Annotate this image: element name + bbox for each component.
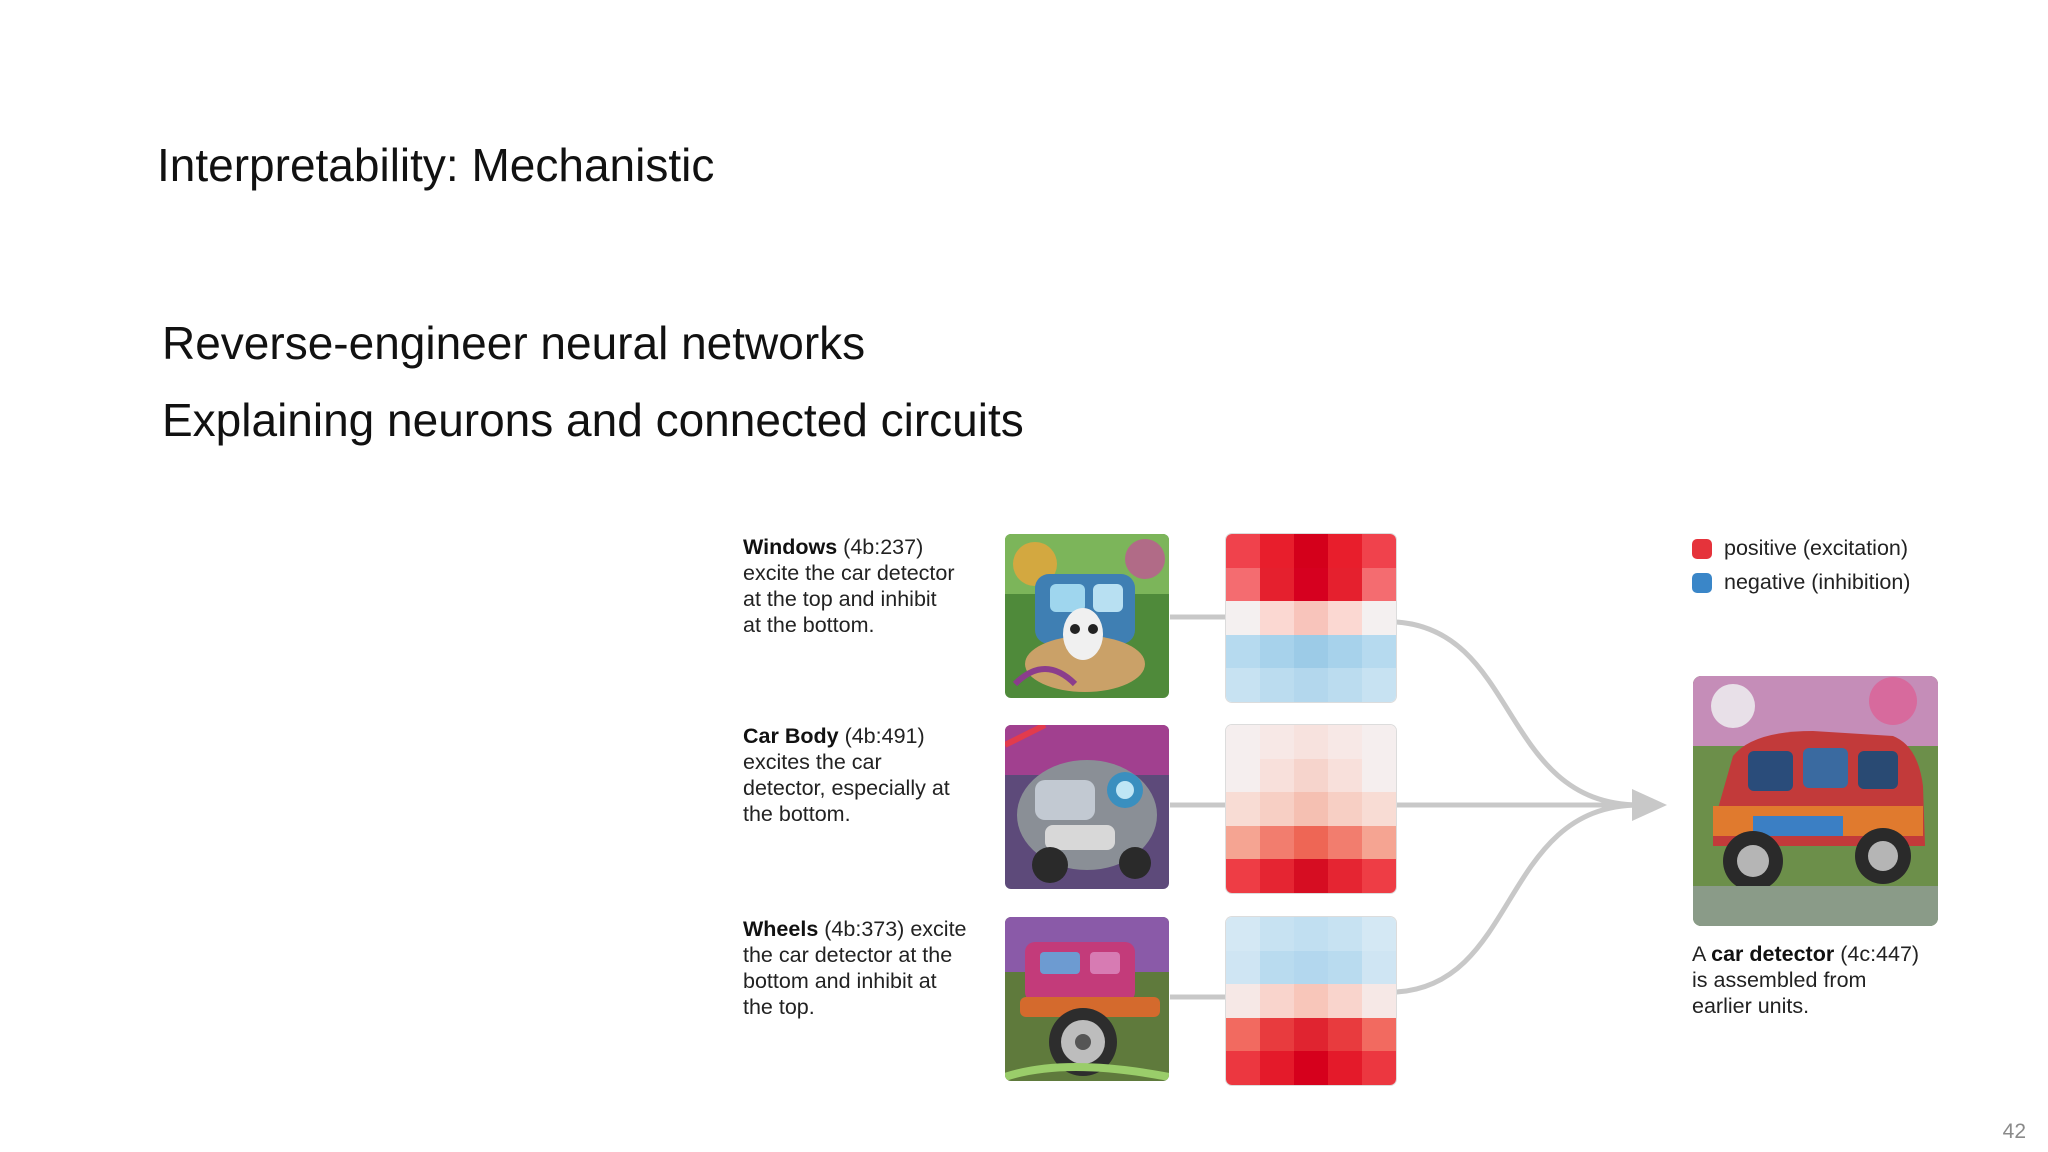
heatmap-cell [1362, 634, 1396, 669]
heatmap-cell [1294, 601, 1328, 635]
heatmap-cell [1226, 859, 1260, 893]
heatmap-cell [1226, 917, 1260, 951]
heatmap-cell [1328, 668, 1362, 702]
heatmap-cell [1294, 792, 1328, 826]
heatmap-cell [1328, 567, 1362, 602]
heatmap-cell [1260, 1017, 1294, 1052]
heatmap-cell [1362, 725, 1396, 759]
heatmap-cell [1294, 1017, 1328, 1052]
caption-windows: Windows (4b:237) excite the car detector… [743, 535, 955, 637]
bullet-2: Explaining neurons and connected circuit… [162, 394, 1024, 446]
car-body-feature-image [1005, 725, 1169, 889]
heatmap-cell [1226, 601, 1260, 635]
heatmap-cell [1362, 1051, 1396, 1085]
heatmap-cell [1328, 984, 1362, 1018]
heatmap-cell [1226, 825, 1260, 860]
arrow-head [1632, 789, 1667, 821]
heatmap-cell [1260, 534, 1294, 568]
caption-car-body: Car Body (4b:491) excites the car detect… [743, 724, 950, 826]
heatmap-cell [1294, 825, 1328, 860]
heatmap-cell [1362, 601, 1396, 635]
legend-negative-swatch [1692, 572, 1712, 593]
heatmap-cell [1294, 725, 1328, 759]
heatmap-cell [1362, 825, 1396, 860]
heatmap-cell [1260, 950, 1294, 985]
wheels-feature-image [1005, 917, 1169, 1081]
heatmap-cell [1328, 1017, 1362, 1052]
heatmap-cell [1260, 825, 1294, 860]
heatmap-cell [1260, 668, 1294, 702]
legend-negative: negative (inhibition) [1692, 570, 1910, 595]
heatmap-cell [1260, 1051, 1294, 1085]
heatmap-cell [1362, 859, 1396, 893]
heatmap-cell [1226, 758, 1260, 793]
windows-heatmap [1226, 534, 1396, 702]
heatmap-cell [1294, 859, 1328, 893]
heatmap-cell [1226, 1017, 1260, 1052]
heatmap-cell [1226, 567, 1260, 602]
heatmap-cell [1294, 534, 1328, 568]
heatmap-cell [1294, 917, 1328, 951]
heatmap-cell [1362, 758, 1396, 793]
heatmap-cell [1328, 792, 1362, 826]
heatmap-cell [1328, 917, 1362, 951]
heatmap-cell [1226, 950, 1260, 985]
heatmap-cell [1226, 668, 1260, 702]
heatmap-cell [1362, 567, 1396, 602]
legend-positive: positive (excitation) [1692, 536, 1908, 561]
heatmap-cell [1260, 917, 1294, 951]
legend-positive-swatch [1692, 538, 1712, 559]
heatmap-cell [1294, 567, 1328, 602]
heatmap-cell [1226, 984, 1260, 1018]
heatmap-cell [1260, 758, 1294, 793]
car-detector-feature-image [1693, 676, 1938, 926]
heatmap-cell [1226, 634, 1260, 669]
heatmap-cell [1328, 950, 1362, 985]
heatmap-cell [1260, 859, 1294, 893]
windows-feature-image [1005, 534, 1169, 698]
heatmap-cell [1226, 792, 1260, 826]
legend-negative-label: negative (inhibition) [1724, 570, 1911, 594]
legend-positive-label: positive (excitation) [1724, 536, 1909, 560]
heatmap-cell [1294, 984, 1328, 1018]
page-number: 42 [2002, 1120, 2026, 1143]
heatmap-cell [1260, 634, 1294, 669]
caption-car-detector: A car detector (4c:447) is assembled fro… [1692, 942, 1920, 1018]
heatmap-cell [1328, 825, 1362, 860]
caption-wheels: Wheels (4b:373) excite the car detector … [743, 917, 967, 1019]
heatmap-cell [1260, 984, 1294, 1018]
car-body-heatmap [1226, 725, 1396, 893]
heatmap-cell [1362, 950, 1396, 985]
heatmap-cell [1260, 792, 1294, 826]
heatmap-cell [1294, 758, 1328, 793]
heatmap-cell [1362, 984, 1396, 1018]
heatmap-cell [1328, 534, 1362, 568]
heatmap-cell [1260, 567, 1294, 602]
heatmap-cell [1362, 668, 1396, 702]
heatmap-cell [1328, 859, 1362, 893]
heatmap-cell [1294, 668, 1328, 702]
heatmap-cell [1328, 634, 1362, 669]
heatmap-cell [1226, 725, 1260, 759]
heatmap-cell [1328, 758, 1362, 793]
heatmap-cell [1294, 1051, 1328, 1085]
heatmap-cell [1362, 534, 1396, 568]
heatmap-cell [1226, 1051, 1260, 1085]
heatmap-cell [1362, 1017, 1396, 1052]
heatmap-cell [1294, 634, 1328, 669]
heatmap-cell [1362, 917, 1396, 951]
wheels-heatmap [1226, 917, 1396, 1085]
heatmap-cell [1294, 950, 1328, 985]
heatmap-cell [1226, 534, 1260, 568]
heatmap-cell [1328, 725, 1362, 759]
heatmap-cell [1328, 601, 1362, 635]
heatmap-cell [1260, 725, 1294, 759]
heatmap-cell [1328, 1051, 1362, 1085]
slide-title: Interpretability: Mechanistic [157, 139, 715, 191]
heatmap-cell [1260, 601, 1294, 635]
bullet-1: Reverse-engineer neural networks [162, 317, 866, 369]
heatmap-cell [1362, 792, 1396, 826]
